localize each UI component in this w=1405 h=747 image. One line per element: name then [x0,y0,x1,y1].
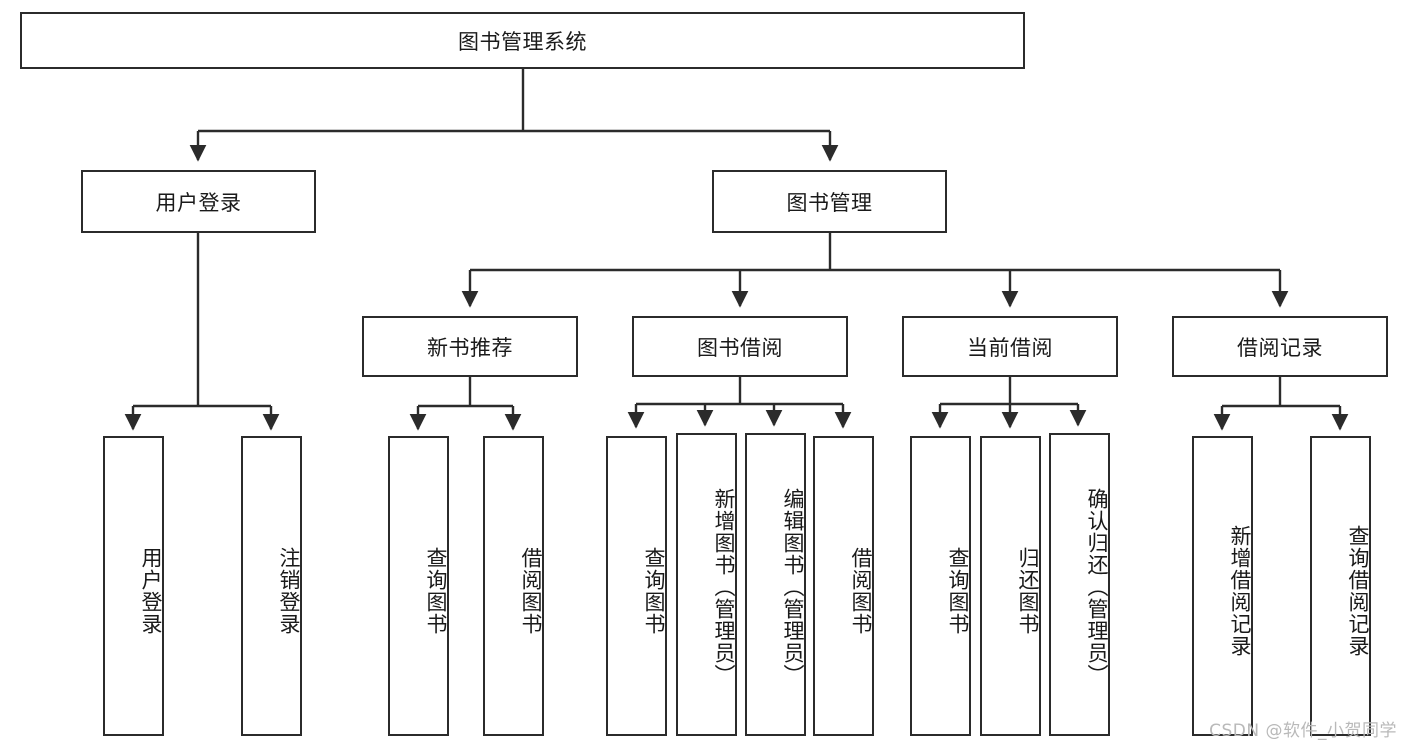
csdn-watermark: CSDN @软件_小贺同学 [1209,721,1397,741]
node-new-book-recommend-label: 新书推荐 [427,335,513,360]
leaf-borrow-book-label: 借阅图书 [849,547,873,635]
node-user-login[interactable]: 用户登录 [81,170,316,233]
leaf-query-book-current-label: 查询图书 [946,547,970,635]
leaf-borrow-book[interactable]: 借阅图书 [813,436,874,736]
node-borrow-record-label: 借阅记录 [1237,335,1323,360]
node-borrow-record[interactable]: 借阅记录 [1172,316,1388,377]
leaf-query-book-borrow-label: 查询图书 [642,547,666,635]
leaf-edit-book-admin[interactable]: 编辑图书（管理员） [745,433,806,736]
node-user-login-label: 用户登录 [155,190,242,215]
leaf-query-book-new-label: 查询图书 [424,547,448,635]
node-book-manage-label: 图书管理 [786,190,873,215]
leaf-logout-login[interactable]: 注销登录 [241,436,302,736]
leaf-edit-book-admin-label: 编辑图书（管理员） [781,487,805,686]
leaf-add-borrow-record-label: 新增借阅记录 [1228,525,1252,657]
leaf-add-book-admin[interactable]: 新增图书（管理员） [676,433,737,736]
node-new-book-recommend[interactable]: 新书推荐 [362,316,578,377]
leaf-user-login[interactable]: 用户登录 [103,436,164,736]
node-book-borrow[interactable]: 图书借阅 [632,316,848,377]
leaf-user-login-label: 用户登录 [139,547,163,635]
leaf-add-borrow-record[interactable]: 新增借阅记录 [1192,436,1253,736]
node-current-borrow[interactable]: 当前借阅 [902,316,1118,377]
leaf-return-book[interactable]: 归还图书 [980,436,1041,736]
leaf-borrow-book-new[interactable]: 借阅图书 [483,436,544,736]
leaf-query-book-borrow[interactable]: 查询图书 [606,436,667,736]
leaf-query-borrow-record[interactable]: 查询借阅记录 [1310,436,1371,736]
leaf-return-book-label: 归还图书 [1016,547,1040,635]
leaf-borrow-book-new-label: 借阅图书 [519,547,543,635]
node-root-label: 图书管理系统 [458,29,587,54]
leaf-query-book-current[interactable]: 查询图书 [910,436,971,736]
node-current-borrow-label: 当前借阅 [967,335,1053,360]
leaf-query-book-new[interactable]: 查询图书 [388,436,449,736]
node-root[interactable]: 图书管理系统 [20,12,1025,69]
leaf-add-book-admin-label: 新增图书（管理员） [712,487,736,686]
node-book-borrow-label: 图书借阅 [697,335,783,360]
leaf-query-borrow-record-label: 查询借阅记录 [1346,525,1370,657]
node-book-manage[interactable]: 图书管理 [712,170,947,233]
leaf-logout-login-label: 注销登录 [277,547,301,635]
leaf-confirm-return-admin-label: 确认归还（管理员） [1085,487,1109,686]
leaf-confirm-return-admin[interactable]: 确认归还（管理员） [1049,433,1110,736]
